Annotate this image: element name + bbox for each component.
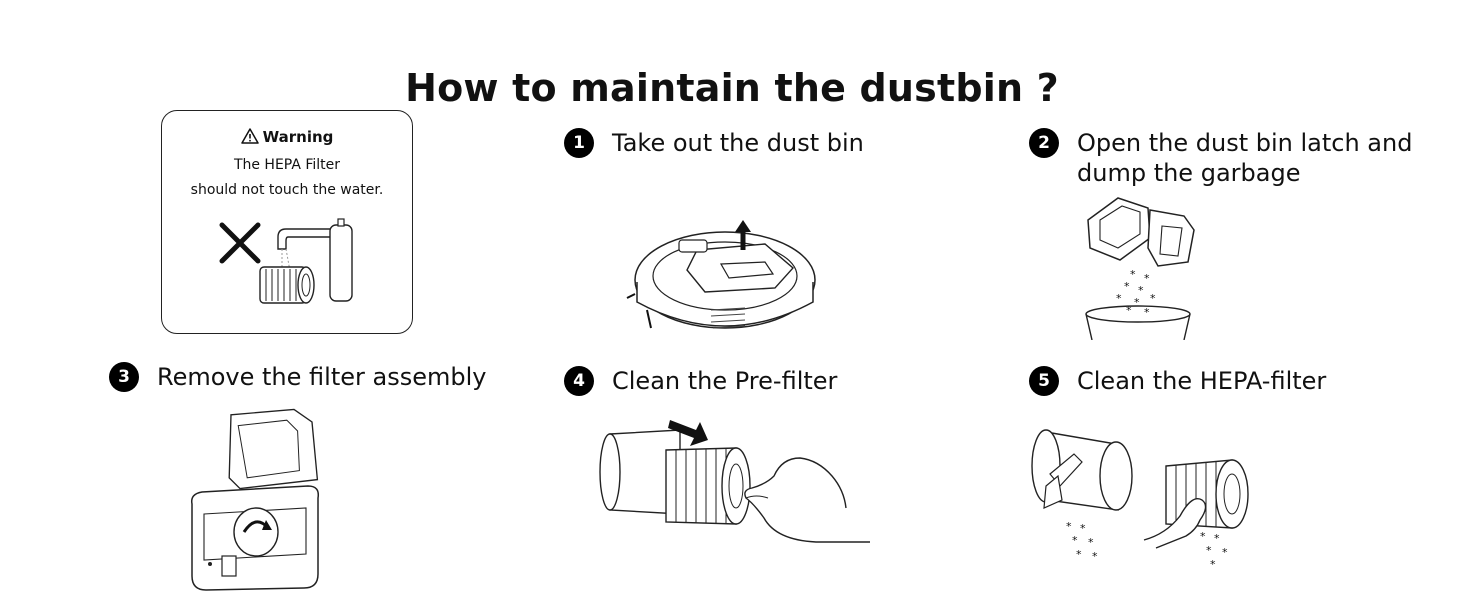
svg-text:*: *	[1116, 292, 1122, 305]
svg-text:*: *	[1092, 550, 1098, 563]
svg-text:*: *	[1134, 296, 1140, 309]
step-5: 5 Clean the HEPA-filter	[1029, 366, 1326, 396]
filter-assembly-illustration	[190, 408, 320, 591]
svg-text:*: *	[1080, 522, 1086, 535]
svg-text:*: *	[1144, 272, 1150, 285]
step-label-5: Clean the HEPA-filter	[1077, 367, 1327, 395]
step-label-2-line-1: Open the dust bin latch and	[1077, 129, 1413, 157]
page-title: How to maintain the dustbin ?	[405, 66, 1059, 110]
svg-text:*: *	[1222, 546, 1228, 559]
svg-text:*: *	[1200, 530, 1206, 543]
svg-text:*: *	[1144, 306, 1150, 319]
cross-icon	[219, 222, 261, 264]
step-1: 1 Take out the dust bin	[564, 128, 864, 158]
dump-garbage-illustration: *** *** ***	[1085, 197, 1195, 340]
step-2: 2 Open the dust bin latch and dump the g…	[1029, 128, 1412, 188]
svg-text:*: *	[1072, 534, 1078, 547]
robot-vacuum-illustration	[626, 220, 816, 329]
svg-text:*: *	[1124, 280, 1130, 293]
step-number-1: 1	[564, 128, 594, 158]
svg-text:*: *	[1138, 284, 1144, 297]
filter-water-illustration	[219, 218, 353, 304]
svg-text:*: *	[1126, 304, 1132, 317]
svg-text:*: *	[1076, 548, 1082, 561]
svg-text:*: *	[1214, 532, 1220, 545]
svg-text:*: *	[1066, 520, 1072, 533]
step-4: 4 Clean the Pre-filter	[564, 366, 837, 396]
warning-line-1: The HEPA Filter	[233, 157, 341, 173]
step-label-4: Clean the Pre-filter	[612, 367, 838, 395]
warning-line-2: should not touch the water.	[190, 182, 384, 198]
svg-text:*: *	[1150, 292, 1156, 305]
warning-heading: Warning	[162, 128, 412, 146]
step-number-5: 5	[1029, 366, 1059, 396]
svg-text:*: *	[1206, 544, 1212, 557]
step-number-3: 3	[109, 362, 139, 392]
svg-text:*: *	[1088, 536, 1094, 549]
svg-text:*: *	[1130, 268, 1136, 281]
step-number-4: 4	[564, 366, 594, 396]
step-label-1: Take out the dust bin	[612, 129, 864, 157]
step-3: 3 Remove the filter assembly	[109, 362, 486, 392]
hepa-filter-illustration: *** *** *** **	[1031, 429, 1249, 571]
step-number-2: 2	[1029, 128, 1059, 158]
pre-filter-illustration	[599, 420, 870, 543]
step-label-2-line-2: dump the garbage	[1077, 159, 1301, 187]
warning-triangle-icon	[240, 128, 259, 144]
warning-box: Warning The HEPA Filter should not touch…	[161, 110, 413, 334]
warning-heading-text: Warning	[262, 128, 334, 146]
svg-text:*: *	[1210, 558, 1216, 571]
step-label-3: Remove the filter assembly	[157, 363, 487, 391]
